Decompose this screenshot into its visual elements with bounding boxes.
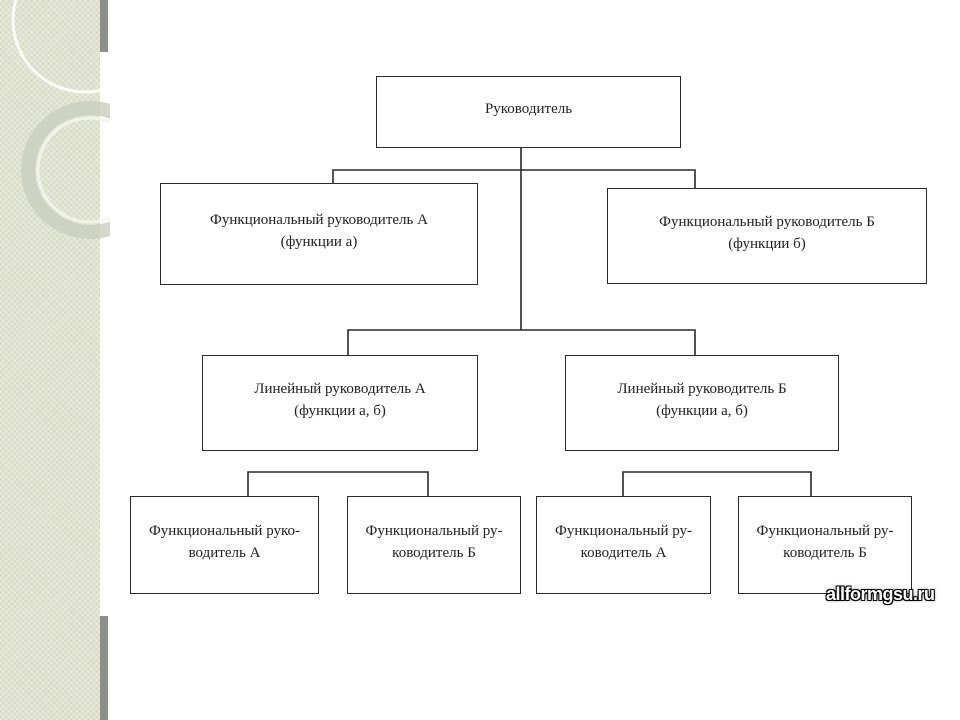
functional-manager-a-functions: (функции а) [280,234,358,250]
leaf-1-line1: Функциональный руко- [148,523,301,539]
root-manager-label: Руководитель [484,101,573,117]
functional-manager-b-functions: (функции б) [728,236,806,252]
leaf-4-line2: ководитель Б [783,545,867,561]
leaf-1-line2: водитель А [188,545,261,561]
leaf-3-line2: ководитель А [580,545,667,561]
leaf-2-line2: ководитель Б [392,545,476,561]
leaf-functional-manager-2: Функциональный ру- ководитель Б [347,496,521,594]
linear-manager-b-box: Линейный руководитель Б (функции а, б) [565,355,839,451]
leaf-4-line1: Функциональный ру- [756,523,894,539]
decorative-side-line-bottom [100,616,108,720]
linear-manager-a-title: Линейный руководитель А [254,381,426,397]
leaf-3-line1: Функциональный ру- [554,523,693,539]
functional-manager-b-title: Функциональный руководитель Б [659,214,875,230]
root-manager-box: Руководитель [376,76,681,148]
linear-manager-a-box: Линейный руководитель А (функции а, б) [202,355,478,451]
leaf-functional-manager-4: Функциональный ру- ководитель Б [738,496,912,594]
functional-manager-a-box: Функциональный руководитель А (функции а… [160,183,478,285]
leaf-functional-manager-1: Функциональный руко- водитель А [130,496,319,594]
decorative-side-line-top [100,0,108,52]
site-watermark: allformgsu.ru [826,584,935,604]
leaf-functional-manager-3: Функциональный ру- ководитель А [536,496,711,594]
functional-manager-b-box: Функциональный руководитель Б (функции б… [607,188,927,284]
decorative-circles [11,0,110,239]
linear-manager-b-functions: (функции а, б) [656,403,748,419]
linear-manager-a-functions: (функции а, б) [294,403,386,419]
leaf-2-line1: Функциональный ру- [365,523,503,539]
functional-manager-a-title: Функциональный руководитель А [210,212,428,228]
linear-manager-b-title: Линейный руководитель Б [617,381,787,397]
